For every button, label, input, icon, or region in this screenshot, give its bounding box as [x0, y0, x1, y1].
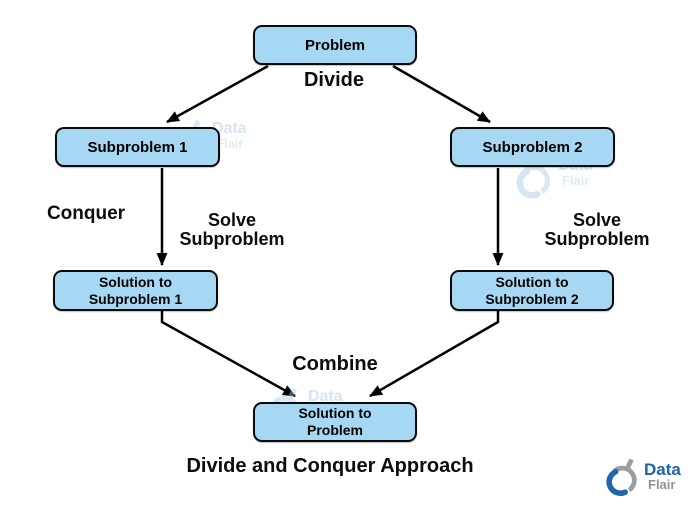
arrow-divide-left: [166, 64, 269, 124]
label-solve-left-line1: Solve: [207, 210, 257, 230]
node-solution-subproblem-1: Solution to Subproblem 1: [53, 270, 218, 311]
node-solution-problem: Solution to Problem: [253, 402, 417, 442]
arrow-combine-right: [369, 311, 500, 398]
node-problem: Problem: [253, 25, 417, 65]
node-subproblem-2-label: Subproblem 2: [482, 138, 583, 156]
node-solution-problem-line1: Solution to: [298, 405, 372, 422]
node-problem-label: Problem: [304, 36, 365, 54]
arrow-combine-left: [160, 311, 296, 398]
node-subproblem-2: Subproblem 2: [450, 127, 615, 167]
dataflair-logo: Data Flair: [604, 457, 681, 500]
label-solve-subproblem-left: Solve Subproblem: [179, 210, 285, 250]
node-solution-subproblem-2-line2: Subproblem 2: [485, 290, 579, 307]
node-solution-problem-line2: Problem: [306, 422, 363, 438]
watermark-word-flair: Flair: [562, 173, 590, 188]
node-subproblem-1-label: Subproblem 1: [87, 138, 188, 156]
node-solution-subproblem-2: Solution to Subproblem 2: [450, 270, 614, 311]
label-combine: Combine: [292, 353, 378, 375]
dataflair-logo-icon: [606, 458, 637, 496]
node-solution-subproblem-2-line1: Solution to: [495, 273, 569, 290]
label-solve-right-line1: Solve: [572, 210, 622, 230]
node-subproblem-1: Subproblem 1: [55, 127, 220, 167]
label-solve-right-line2: Subproblem: [544, 229, 650, 250]
node-solution-subproblem-1-line1: Solution to: [98, 273, 173, 290]
node-solution-subproblem-1-line2: Subproblem 1: [88, 290, 183, 307]
label-divide: Divide: [303, 69, 365, 91]
diagram-title: Divide and Conquer Approach: [186, 455, 474, 477]
brand-word-data: Data: [644, 460, 681, 479]
arrow-divide-right: [392, 64, 491, 124]
label-conquer: Conquer: [46, 203, 126, 224]
brand-word-flair: Flair: [648, 477, 676, 492]
label-solve-subproblem-right: Solve Subproblem: [544, 210, 650, 250]
watermark-word-flair: Flair: [216, 136, 244, 151]
label-solve-left-line2: Subproblem: [179, 229, 285, 250]
